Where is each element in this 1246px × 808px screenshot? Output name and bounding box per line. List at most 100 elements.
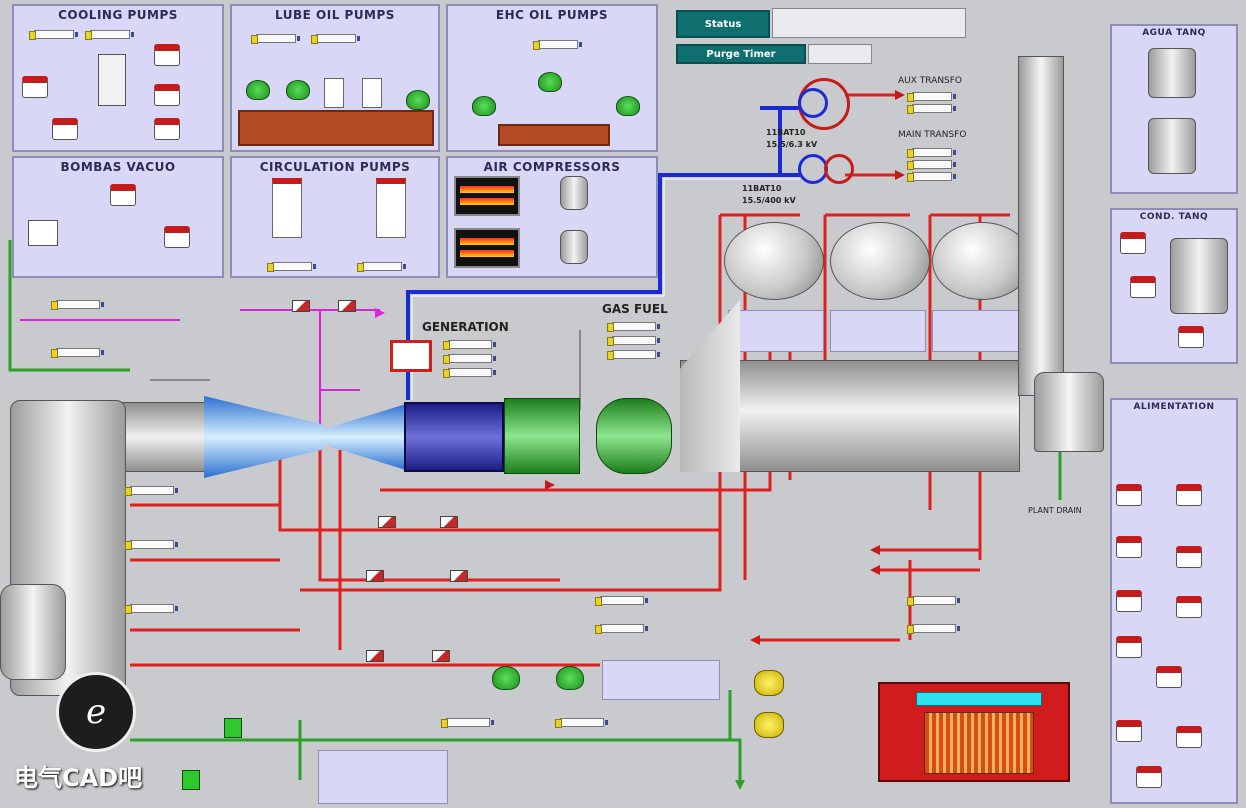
feed-pump-a7[interactable] (1116, 636, 1142, 658)
control-valve-4[interactable] (440, 516, 458, 528)
control-valve-2[interactable] (338, 300, 356, 312)
readout-bottom-2 (555, 718, 608, 728)
generator[interactable] (404, 402, 504, 472)
cooling-pump-1[interactable] (22, 76, 48, 98)
steam-turbine-lp[interactable] (596, 398, 672, 474)
condensate-tank[interactable] (1170, 238, 1228, 314)
compressor-alarm-1[interactable] (454, 176, 520, 216)
readout-left-4 (125, 540, 178, 550)
cooling-pump-2[interactable] (52, 118, 78, 140)
lube-pump-3[interactable] (324, 78, 344, 108)
lube-readout-1 (251, 34, 300, 44)
readout-mid-2 (595, 624, 648, 634)
feed-pump-a3[interactable] (1116, 536, 1142, 558)
feed-pump-1[interactable] (754, 670, 784, 696)
exhaust-stack (1018, 56, 1064, 396)
readout-left-5 (125, 604, 178, 614)
alimentation-title: ALIMENTATION (1133, 402, 1215, 412)
readout-gas-1 (607, 322, 660, 332)
condensate-pump-2[interactable] (556, 666, 584, 690)
circulation-pump-1[interactable] (272, 178, 302, 238)
control-valve-6[interactable] (450, 570, 468, 582)
feed-pump-a6[interactable] (1176, 596, 1202, 618)
air-compressors-title: AIR COMPRESSORS (483, 160, 621, 174)
steam-drum-2[interactable] (830, 222, 930, 300)
feed-pump-a8[interactable] (1156, 666, 1182, 688)
circulation-pumps-title: CIRCULATION PUMPS (259, 160, 411, 174)
hrsg-box-3 (932, 310, 1028, 352)
watermark-logo: e (56, 672, 136, 752)
aux-readout-1 (907, 92, 956, 102)
heat-exchanger (98, 54, 126, 106)
lube-pump-1[interactable] (246, 80, 270, 100)
feed-pump-a1[interactable] (1116, 484, 1142, 506)
water-tank-1[interactable] (1148, 48, 1196, 98)
lube-pump-4[interactable] (362, 78, 382, 108)
circ-readout-2 (357, 262, 406, 272)
ehc-pump-3[interactable] (616, 96, 640, 116)
cooling-pump-5[interactable] (154, 118, 180, 140)
cooling-readout-1 (29, 30, 78, 40)
control-valve-5[interactable] (366, 570, 384, 582)
ehc-pump-1[interactable] (472, 96, 496, 116)
water-tank-2[interactable] (1148, 118, 1196, 174)
steam-turbine[interactable] (504, 398, 580, 474)
condensate-pump-1[interactable] (492, 666, 520, 690)
readout-gen-1 (443, 340, 496, 350)
control-valve-8[interactable] (432, 650, 450, 662)
feed-pump-a11[interactable] (1136, 766, 1162, 788)
plant-drain-label: PLANT DRAIN (1028, 506, 1082, 515)
cooling-pump-4[interactable] (154, 84, 180, 106)
feed-pump-2[interactable] (754, 712, 784, 738)
lube-oil-pumps-title: LUBE OIL PUMPS (275, 8, 395, 22)
cond-tank-pump-2[interactable] (1130, 276, 1156, 298)
condensate-green-valve-2[interactable] (182, 770, 200, 790)
cooling-pumps-panel: COOLING PUMPS (12, 4, 224, 152)
condensate-green-valve-1[interactable] (224, 718, 242, 738)
lube-pump-2[interactable] (286, 80, 310, 100)
compressor-alarm-2[interactable] (454, 228, 520, 268)
generator-breaker[interactable] (390, 340, 432, 372)
cond-tank-pump-1[interactable] (1120, 232, 1146, 254)
vacuum-pump-1[interactable] (110, 184, 136, 206)
steam-drum-1[interactable] (724, 222, 824, 300)
cond-tank-pump-3[interactable] (1178, 326, 1204, 348)
control-valve-1[interactable] (292, 300, 310, 312)
agua-tanque-panel: AGUA TANQ (1110, 24, 1238, 194)
control-valve-7[interactable] (366, 650, 384, 662)
deaerator[interactable] (1034, 372, 1104, 452)
hotwell-tank[interactable] (0, 584, 66, 680)
steam-drum-3[interactable] (932, 222, 1032, 300)
feed-pump-a5[interactable] (1116, 590, 1142, 612)
ehc-pump-2[interactable] (538, 72, 562, 92)
air-receiver-1 (560, 176, 588, 210)
cond-tank-panel: COND. TANQ (1110, 208, 1238, 364)
status-value (772, 8, 966, 38)
control-valve-3[interactable] (378, 516, 396, 528)
aux-transformer-label: AUX TRANSFO (898, 76, 963, 86)
purge-timer-value (808, 44, 872, 64)
readout-mid-1 (595, 596, 648, 606)
feed-pump-a4[interactable] (1176, 546, 1202, 568)
circ-readout-1 (267, 262, 316, 272)
lube-readout-2 (311, 34, 360, 44)
lube-pump-5[interactable] (406, 90, 430, 110)
main-transformer-secondary-icon (824, 154, 854, 184)
vacuum-pump-2[interactable] (164, 226, 190, 248)
main-readout-3 (907, 172, 956, 182)
purge-timer-label: Purge Timer (676, 44, 806, 64)
bombas-vacuo-title: BOMBAS VACUO (60, 160, 176, 174)
lube-oil-tank (238, 110, 434, 146)
cooling-readout-2 (85, 30, 134, 40)
feed-pump-a9[interactable] (1116, 720, 1142, 742)
boiler-tubes (924, 712, 1034, 774)
compressor-inlet (120, 402, 206, 472)
gas-fuel-label: GAS FUEL (602, 302, 668, 316)
line1-label: 11BAT10 (766, 128, 806, 137)
ehc-readout-1 (533, 40, 582, 50)
cooling-pump-3[interactable] (154, 44, 180, 66)
circulation-pump-2[interactable] (376, 178, 406, 238)
readout-gas-3 (607, 350, 660, 360)
feed-pump-a2[interactable] (1176, 484, 1202, 506)
feed-pump-a10[interactable] (1176, 726, 1202, 748)
